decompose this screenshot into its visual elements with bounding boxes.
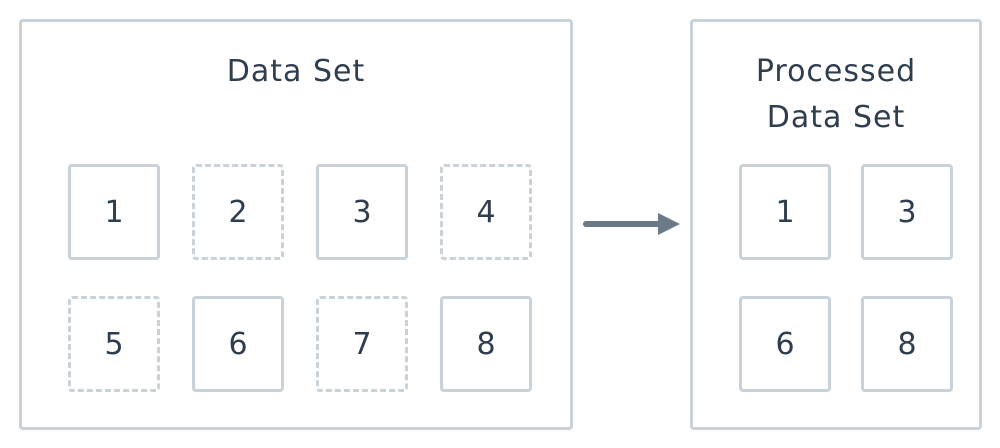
data-item-7: 7 — [316, 296, 408, 392]
processed-data-set-title: Processed Data Set — [755, 54, 917, 135]
data-item-5: 5 — [68, 296, 160, 392]
data-item-6: 6 — [192, 296, 284, 392]
processed-data-set-panel: Processed Data Set 1 3 6 8 — [690, 19, 982, 430]
processed-item-8: 8 — [861, 296, 953, 392]
processed-item-3: 3 — [861, 164, 953, 260]
data-item-8: 8 — [440, 296, 532, 392]
data-set-panel: Data Set 1 2 3 4 5 6 7 8 — [19, 19, 573, 430]
processed-item-6: 6 — [739, 296, 831, 392]
right-arrow-icon — [583, 213, 680, 235]
processed-item-1: 1 — [739, 164, 831, 260]
data-item-1: 1 — [68, 164, 160, 260]
data-item-3: 3 — [316, 164, 408, 260]
data-set-title: Data Set — [226, 54, 366, 89]
data-item-4: 4 — [440, 164, 532, 260]
data-item-2: 2 — [192, 164, 284, 260]
